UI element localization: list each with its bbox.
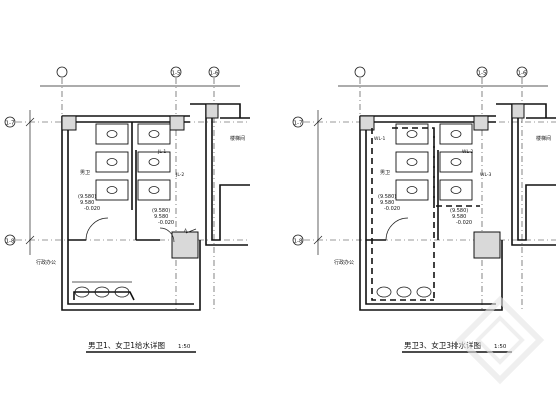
riser-label: WL-2 — [462, 149, 474, 155]
stall-block — [395, 123, 473, 201]
drawing-scale: 1:50 — [494, 344, 507, 350]
toilet-fixture — [148, 158, 160, 166]
marker-label: A — [184, 228, 188, 234]
column — [511, 103, 525, 119]
leader-line — [185, 228, 197, 234]
axis-label-top: 1-5 — [172, 71, 181, 77]
drawing-title: 男卫1、女卫1给水详图 — [88, 340, 165, 350]
watermark-logo — [455, 295, 545, 385]
supply-pipe — [73, 291, 135, 301]
room-label: 楼梯间 — [230, 135, 245, 142]
room-label: 男卫 — [380, 170, 390, 176]
toilet-fixture — [450, 186, 462, 194]
axis-label-top: 1-6 — [210, 71, 219, 77]
plan-right: 1-5 1-6 1-7 1-8 — [292, 66, 556, 353]
elevation-text: (9.580) — [378, 194, 396, 200]
axis-bubble-top — [56, 66, 68, 78]
toilet-fixture — [148, 186, 160, 194]
axis-label-top: 1-5 — [478, 71, 487, 77]
toilet-fixture — [406, 130, 418, 138]
axis-bubble-left — [292, 234, 304, 246]
wall-right — [511, 104, 556, 246]
wall-right — [205, 104, 248, 246]
room-label: 行政办公 — [334, 259, 354, 266]
axis-label-top: 1-6 — [518, 71, 527, 77]
axis-bubble-left — [292, 116, 304, 128]
drawing-title: 男卫3、女卫3排水详图 — [404, 340, 481, 350]
toilet-fixture — [106, 130, 118, 138]
column — [169, 115, 185, 131]
elevation-text: (9.580) — [78, 194, 96, 200]
column — [473, 231, 501, 259]
stall-block — [95, 122, 171, 210]
column — [359, 115, 375, 131]
door-swing — [385, 217, 409, 241]
elevation-text: -0.020 — [384, 206, 400, 212]
drain-pipe — [392, 127, 435, 204]
dimension-tick — [25, 117, 35, 127]
axis-bubble-top — [354, 66, 366, 78]
door-swing — [159, 227, 175, 243]
toilet-fixture — [106, 158, 118, 166]
toilet-fixture — [406, 158, 418, 166]
riser-label: WL-3 — [480, 172, 492, 178]
plan-left: 1-5 1-6 1-7 1-8 — [4, 66, 250, 353]
axis-bubble-top — [170, 66, 182, 78]
sink-fixture — [396, 286, 412, 298]
axis-bubble-top — [516, 66, 528, 78]
axis-bubble-left — [4, 116, 16, 128]
door-swing — [85, 217, 109, 241]
axis-bubble-left — [4, 234, 16, 246]
dimension-tick — [313, 235, 323, 245]
dimension-tick — [313, 117, 323, 127]
axis-label-left: 1-7 — [6, 121, 15, 127]
column — [61, 115, 77, 131]
toilet-fixture — [450, 130, 462, 138]
drawing-scale: 1:50 — [178, 344, 191, 350]
wall-outline — [359, 116, 503, 311]
riser-label: JL-2 — [175, 172, 184, 178]
wall-right-inner — [517, 110, 556, 241]
room-label: 男卫 — [80, 170, 90, 176]
elevation-text: (9.580) — [450, 208, 468, 214]
column — [205, 103, 219, 119]
elevation-text: 9.580 — [154, 214, 168, 220]
elevation-text: 9.580 — [380, 200, 394, 206]
axis-label-left: 1-7 — [294, 121, 303, 127]
dimension-tick — [25, 235, 35, 245]
drain-pipe — [371, 128, 434, 301]
elevation-text: -0.020 — [84, 206, 100, 212]
riser-label: JL-1 — [157, 149, 166, 155]
elevation-text: (9.580) — [152, 208, 170, 214]
axis-bubble-top — [476, 66, 488, 78]
wall-inner — [67, 116, 194, 305]
toilet-fixture — [406, 186, 418, 194]
room-label: 楼梯间 — [536, 135, 551, 142]
wall-right-inner — [211, 110, 250, 241]
toilet-fixture — [148, 130, 160, 138]
wall-inner — [365, 116, 496, 305]
axis-label-left: 1-8 — [294, 239, 303, 245]
elevation-text: 9.580 — [80, 200, 94, 206]
riser-label: WL-1 — [374, 136, 386, 142]
sink-fixture — [416, 286, 432, 298]
elevation-text: -0.020 — [158, 220, 174, 226]
room-label: 行政办公 — [36, 259, 56, 266]
axis-label-left: 1-8 — [6, 239, 15, 245]
axis-bubble-top — [208, 66, 220, 78]
toilet-fixture — [106, 186, 118, 194]
elevation-text: -0.020 — [456, 220, 472, 226]
column — [473, 115, 489, 131]
column — [171, 231, 199, 259]
toilet-fixture — [450, 158, 462, 166]
sink-fixture — [376, 286, 392, 298]
elevation-text: 9.580 — [452, 214, 466, 220]
wall-outline — [61, 116, 201, 311]
